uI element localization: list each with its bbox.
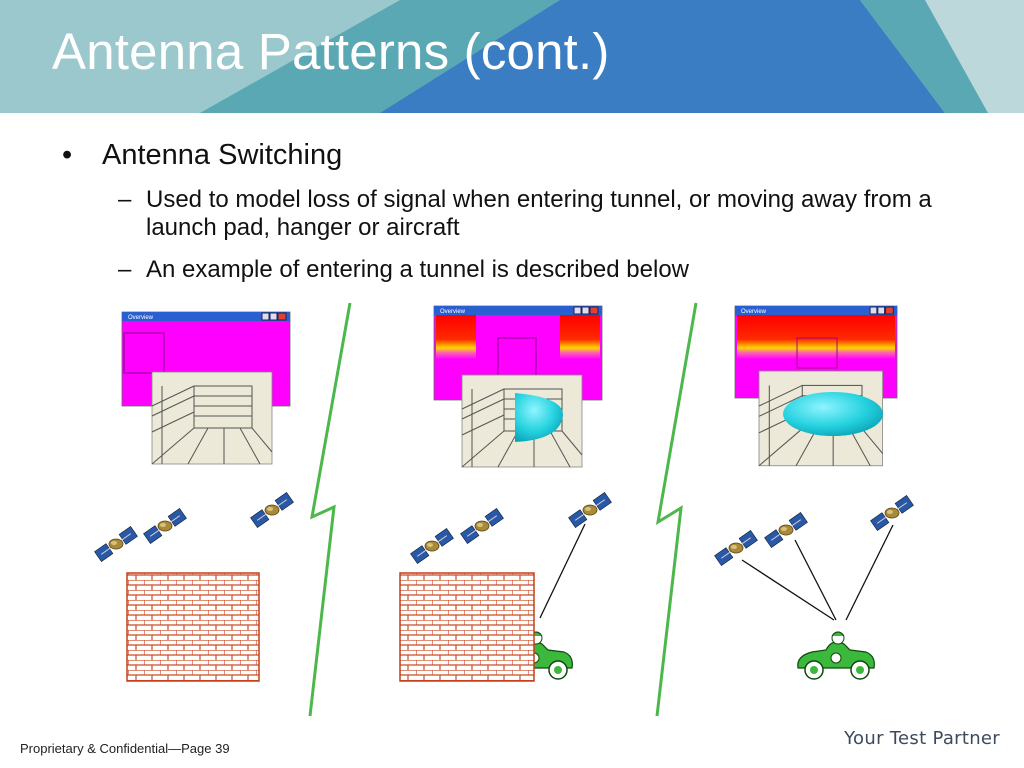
footer-page-info: Proprietary & Confidential—Page 39 [20,741,230,756]
satellite-icon [714,529,758,567]
hangar-view [151,371,273,465]
satellite-icon [568,491,612,529]
sub-bullet-marker: – [118,186,132,213]
scene-inside-tunnel: Overview [714,305,914,680]
header-banner [0,0,1024,113]
tunnel-brick-wall [399,572,535,682]
satellite-icon [460,507,504,545]
window-title: Overview [741,309,767,315]
header-blue-band [380,0,945,113]
satellites [94,491,294,563]
signal-line [741,559,835,621]
header-teal-mid [200,0,560,113]
sub-bullet-text: An example of entering a tunnel is descr… [146,256,689,283]
header-teal-band [0,0,400,113]
satellite-icon [250,491,294,529]
satellite-icon [410,527,454,565]
window-title: Overview [128,315,154,321]
scene-outside-tunnel: Overview [94,311,294,682]
scene-entering-tunnel: Overview [399,305,612,682]
antenna-pattern-dome [783,392,883,436]
slide-title: Antenna Patterns (cont.) [52,23,610,80]
window-title: Overview [440,309,466,315]
satellite-icon [764,511,808,549]
sub-bullet-text: Used to model loss of signal when enteri… [146,186,932,241]
signal-line [794,539,837,621]
tunnel-brick-wall [126,572,260,682]
bullet-text: Antenna Switching [102,139,343,171]
bullet-marker: • [62,139,73,171]
header-teal-right [860,0,988,113]
satellites [410,491,612,565]
signal-line [845,524,894,621]
satellite-icon [94,525,138,563]
footer-tagline: Your Test Partner [844,728,1000,749]
antenna-pattern-dome [515,393,564,442]
signal-line [539,523,586,619]
satellites [714,494,914,567]
satellite-icon [143,507,187,545]
satellite-icon [870,494,914,532]
lightning-divider [308,302,352,717]
lightning-divider [655,302,698,717]
tunnel-diagram: Overview Overview [94,302,914,717]
sub-bullet-marker: – [118,256,132,283]
race-car-icon [797,631,876,680]
